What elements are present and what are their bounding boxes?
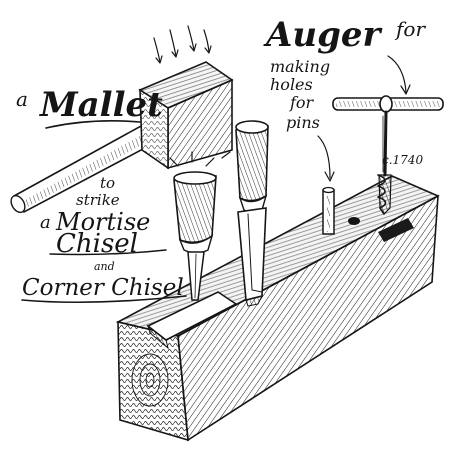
label-mortise: Mortise <box>55 208 150 236</box>
mortise-slot-far <box>378 218 414 242</box>
label-pins: pins <box>286 113 320 132</box>
label-a-2: a <box>40 212 51 233</box>
label-making: making <box>270 57 330 76</box>
mallet-label: a Mallet <box>16 85 163 125</box>
leader-arrows <box>21 55 411 304</box>
auger-label: Auger for making holes for pins <box>263 15 426 132</box>
mortise-chisel-label: to strike a Mortise Chisel and <box>40 174 150 273</box>
label-to: to <box>100 174 115 192</box>
label-for-2: for <box>289 93 315 112</box>
corner-chisel-label: Corner Chisel <box>22 275 184 301</box>
label-corner-chisel: Corner Chisel <box>22 275 184 301</box>
end-grain-rings <box>131 353 169 407</box>
label-a: a <box>16 87 28 111</box>
impact-marks <box>169 151 231 167</box>
label-auger: Auger <box>263 15 383 55</box>
date-label: c.1740 <box>382 153 423 167</box>
mortise-chisel <box>173 171 217 301</box>
label-mallet: Mallet <box>39 85 163 125</box>
label-holes: holes <box>270 75 313 94</box>
label-strike: strike <box>76 191 120 209</box>
label-for: for <box>394 17 426 41</box>
corner-chisel <box>235 120 269 307</box>
mallet <box>10 61 234 214</box>
wood-beam <box>115 175 440 442</box>
label-chisel: Chisel <box>56 229 138 259</box>
auger <box>332 95 444 215</box>
wooden-pin <box>322 186 335 235</box>
motion-arrows <box>153 25 212 64</box>
label-and: and <box>94 260 115 273</box>
pin-hole <box>348 217 360 225</box>
